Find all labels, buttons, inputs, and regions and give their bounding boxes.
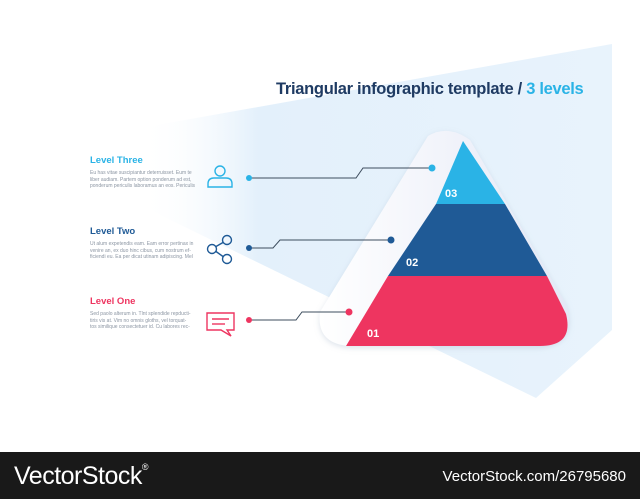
pyramid-level-one — [346, 276, 568, 346]
level-three-body-line: ponderum periculis laboramus an eos. Per… — [90, 183, 196, 190]
title-separator: / — [513, 80, 527, 98]
title-accent: 3 levels — [526, 80, 584, 98]
level-one-block: Level One Sed paolo alterum in. Tlnt spl… — [90, 296, 198, 331]
level-three-number: 03 — [445, 188, 457, 200]
watermark-brand: VectorStock® — [14, 462, 149, 491]
connector-dot-two-end — [387, 236, 395, 244]
title-main: Triangular infographic template — [276, 80, 514, 98]
level-two-body-line: ficiendi eu. Ea per dicat utinam adipisc… — [90, 254, 193, 261]
connector-dot-three-start — [246, 175, 252, 181]
connector-dot-one-start — [246, 317, 252, 323]
watermark-bar: VectorStock® VectorStock.com/26795680 — [0, 452, 640, 499]
connector-dot-two-start — [246, 245, 252, 251]
watermark-reference: VectorStock.com/26795680 — [442, 468, 626, 485]
level-two-block: Level Two Ut alum expetendis eam. Eam er… — [90, 226, 198, 261]
user-icon — [207, 165, 233, 188]
level-three-block: Level Three Eu has vitae suscipiantur de… — [90, 155, 198, 190]
level-one-body-line: tiris vis at. Vim no omnis gloths, vel t… — [90, 317, 187, 324]
level-one-number: 01 — [367, 328, 379, 340]
level-three-body-line: Eu has vitae suscipiantur deterruisset. … — [90, 170, 192, 176]
pyramid-level-two — [388, 204, 547, 276]
connector-level-three — [249, 167, 432, 179]
connector-level-one — [249, 311, 349, 321]
connector-level-two — [249, 239, 391, 249]
share-icon — [206, 234, 233, 265]
watermark-brand-name: VectorStock — [14, 462, 142, 490]
infographic-graphic: 03 02 01 — [140, 44, 612, 398]
connector-dot-three-end — [428, 164, 436, 172]
level-one-label: Level One — [90, 296, 136, 307]
level-two-body-line: Ut alum expetendis eam. Eam error pertin… — [90, 241, 194, 247]
level-three-label: Level Three — [90, 155, 143, 166]
infographic-canvas: 03 02 01 Triangular infographic template… — [90, 44, 612, 398]
chat-bubble-icon — [206, 312, 235, 337]
level-one-body-line: Sed paolo alterum in. Tlnt splendide rep… — [90, 311, 191, 317]
registered-mark: ® — [141, 462, 149, 472]
page-title: Triangular infographic template / 3 leve… — [276, 80, 584, 99]
level-two-label: Level Two — [90, 226, 136, 237]
connector-dot-one-end — [345, 308, 353, 316]
level-one-body-line: tos similique consectetuer id. Cu labore… — [90, 324, 190, 331]
level-two-body-line: venire an, ex duo hinc cibus, cum nostru… — [90, 247, 191, 254]
level-two-number: 02 — [406, 257, 418, 269]
level-three-body-line: liber audiam. Partem option ponderum ad … — [90, 176, 192, 183]
pyramid-level-three — [436, 141, 505, 204]
